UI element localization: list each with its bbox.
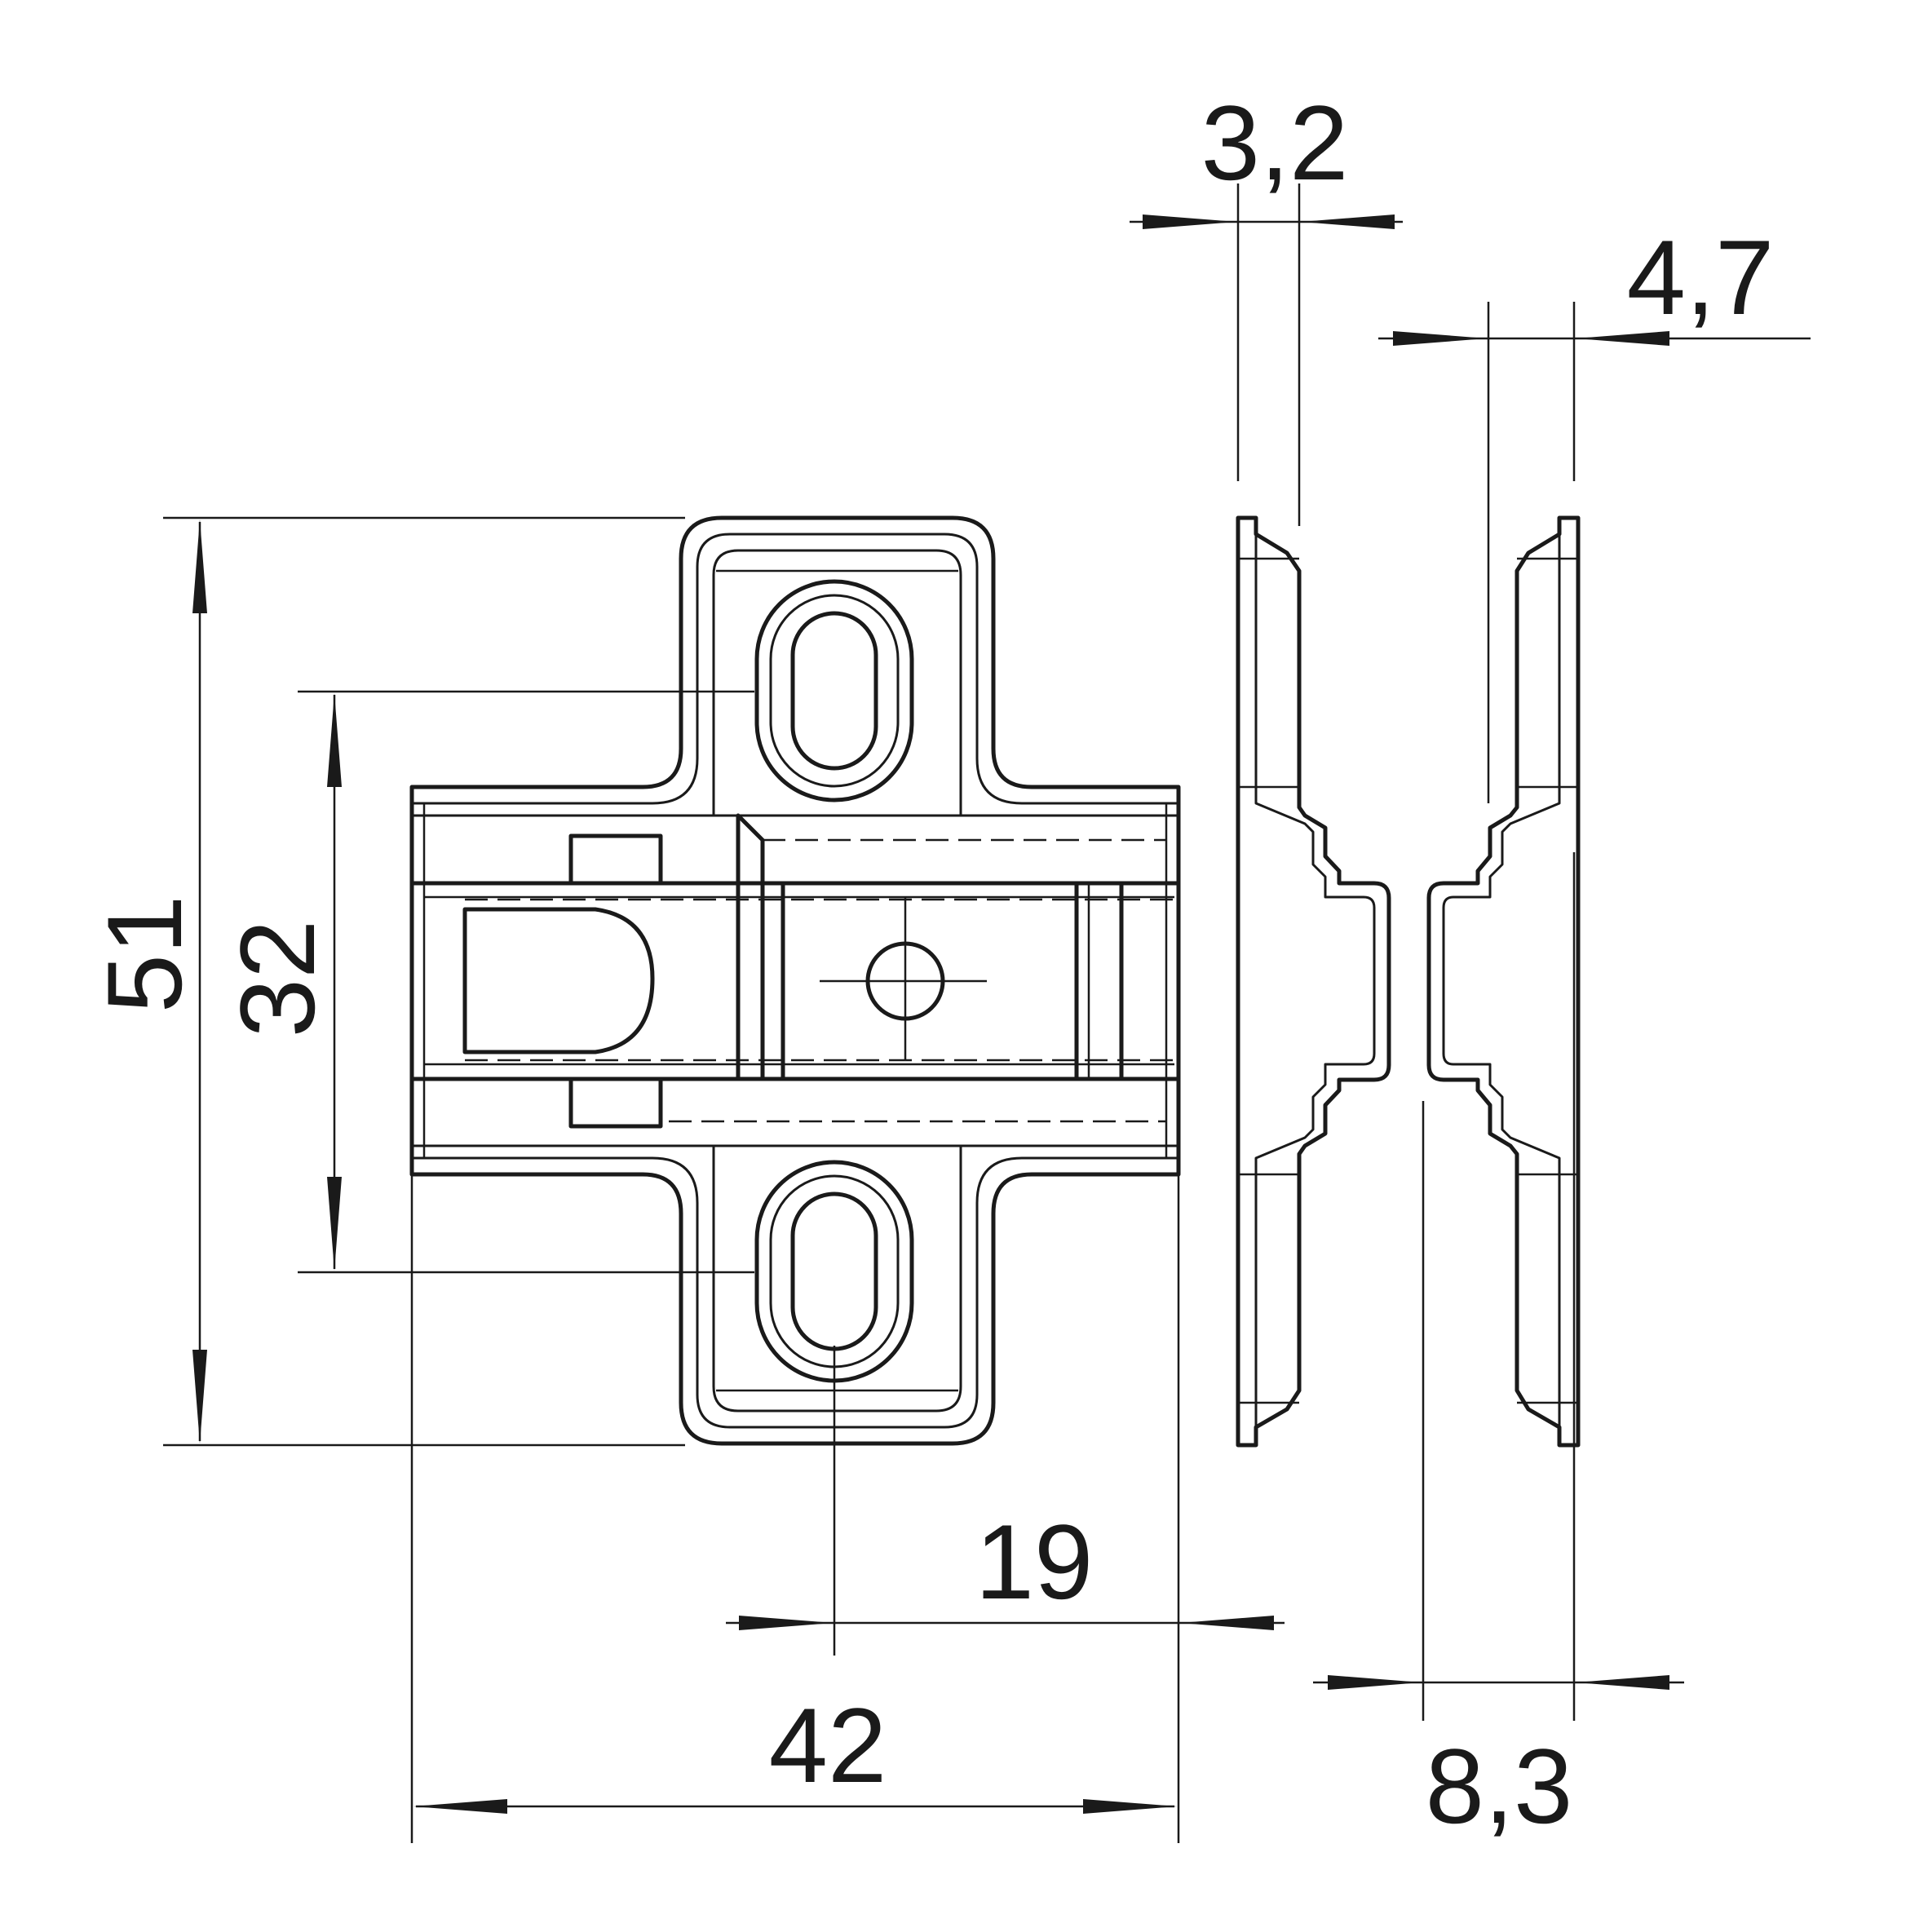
side-right-inner <box>1442 534 1561 1427</box>
arrow-51-bottom <box>192 1350 207 1443</box>
mounting-plate-front-view <box>409 515 1181 1446</box>
arrow-32-bottom <box>327 1177 342 1271</box>
dim-label-42: 42 <box>769 1686 887 1805</box>
lower-wing-contour <box>412 1156 1178 1429</box>
side-right-profile <box>1426 515 1581 1448</box>
dimension-lines: 51 32 19 42 3,2 4,7 <box>85 83 1811 1846</box>
plate-outline <box>409 515 1181 1446</box>
lower-slot-inner <box>790 1191 878 1351</box>
side-left-inner <box>1254 534 1376 1427</box>
dim-label-32: 32 <box>218 920 337 1038</box>
upper-slot-mid <box>769 594 900 788</box>
mounting-plate-side-view <box>1236 515 1581 1448</box>
upper-slot-outer <box>754 579 914 802</box>
lower-slot-mid <box>769 1174 900 1368</box>
clip-block-bottom <box>568 1077 663 1129</box>
slide-bevel <box>736 813 765 1081</box>
side-left-profile <box>1236 515 1391 1448</box>
dim-label-4-7: 4,7 <box>1627 218 1775 337</box>
dim-label-8-3: 8,3 <box>1426 1726 1573 1846</box>
upper-slot-inner <box>790 611 878 771</box>
dim-label-51: 51 <box>85 895 204 1014</box>
upper-wing-contour-2 <box>712 549 962 816</box>
arrow-19-left <box>739 1616 833 1630</box>
latch <box>462 907 655 1054</box>
upper-wing-contour <box>412 533 1178 805</box>
arrow-4-7-left <box>1393 331 1487 346</box>
arrow-42-right <box>1083 1799 1177 1814</box>
dim-label-19: 19 <box>975 1502 1094 1621</box>
dim-label-3-2: 3,2 <box>1201 83 1349 202</box>
clip-block-top <box>568 833 663 886</box>
arrow-8-3-left <box>1328 1675 1422 1690</box>
lower-wing-contour-2 <box>712 1146 962 1413</box>
arrow-3-2-left <box>1143 214 1236 229</box>
arrow-51-top <box>192 519 207 613</box>
arrow-32-top <box>327 693 342 787</box>
arrow-3-2-right <box>1301 214 1395 229</box>
arrow-8-3-right <box>1576 1675 1669 1690</box>
arrow-19-right <box>1180 1616 1274 1630</box>
arrow-4-7-right <box>1576 331 1669 346</box>
arrow-42-left <box>413 1799 507 1814</box>
